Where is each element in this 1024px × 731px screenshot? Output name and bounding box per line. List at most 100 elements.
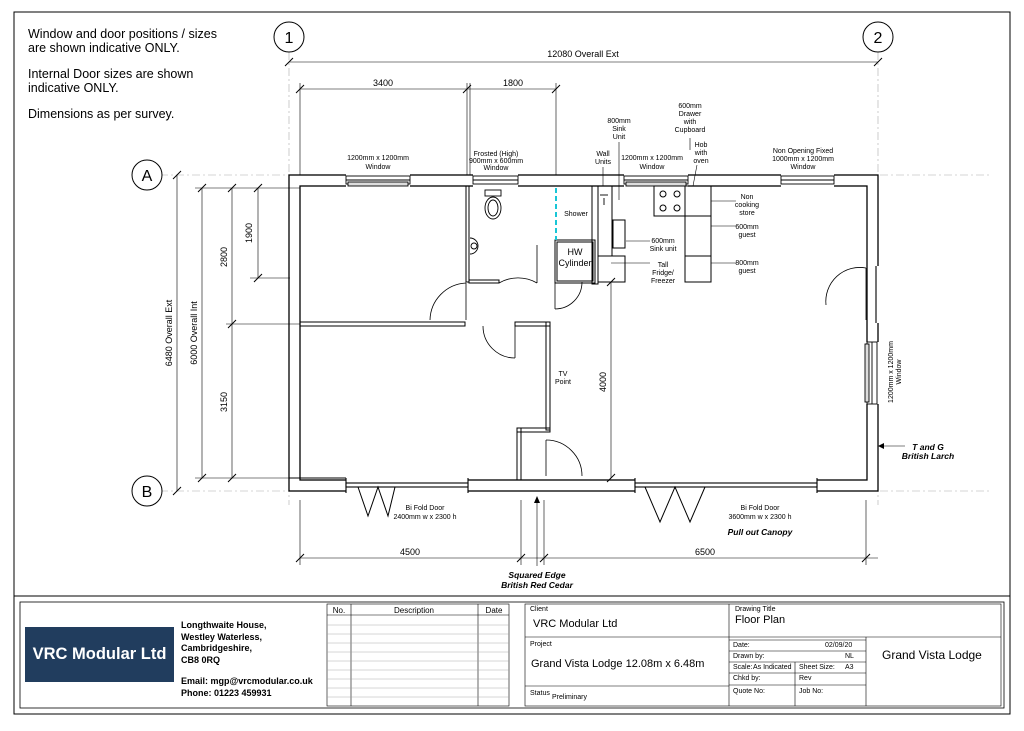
- dim-3400: 3400: [373, 78, 393, 88]
- project-label: Project: [530, 641, 552, 648]
- company-phone: Phone: 01223 459931: [181, 687, 272, 698]
- rev-col-no: No.: [333, 606, 345, 615]
- date-label: Date:: [733, 642, 750, 649]
- grid-bubble-1: [273, 21, 305, 53]
- checked-by-label: Chkd by:: [733, 675, 761, 682]
- project-value: Grand Vista Lodge 12.08m x 6.48m: [531, 658, 705, 670]
- dim-4000: 4000: [598, 372, 608, 392]
- label-window-side: 1200mm x 1200mm: [888, 341, 895, 403]
- client-label: Client: [530, 606, 548, 613]
- note-line-3: Internal Door sizes are shown: [28, 67, 194, 81]
- grid-lines: [160, 52, 990, 505]
- label-guest800-2: guest: [738, 268, 755, 275]
- label-sink600-2: Sink unit: [650, 246, 677, 253]
- dim-overall-ext: 12080 Overall Ext: [547, 49, 619, 59]
- note-line-1: Window and door positions / sizes: [28, 27, 217, 41]
- label-t-and-g: T and G: [912, 442, 944, 452]
- rev-label: Rev: [799, 675, 812, 682]
- label-sink-unit: 800mm: [607, 118, 631, 125]
- revisions-table: [326, 603, 510, 707]
- leader-lines: [602, 138, 905, 447]
- label-hob-2: with: [694, 150, 708, 157]
- label-noncook: Non: [741, 194, 754, 201]
- label-drawer-4: Cupboard: [675, 127, 706, 134]
- addr-line-4: CB8 0RQ: [181, 654, 221, 665]
- scale-value: As Indicated: [753, 664, 792, 671]
- dim-4500: 4500: [400, 547, 420, 557]
- drawn-by-label: Drawn by:: [733, 653, 765, 660]
- drawing-title-label: Drawing Title: [735, 606, 776, 613]
- label-bifold2-size: 3600mm w x 2300 h: [728, 514, 791, 521]
- label-drawer-3: with: [683, 119, 697, 126]
- addr-line-2: Westley Waterless,: [181, 631, 263, 642]
- label-bifold1-size: 2400mm w x 2300 h: [393, 514, 456, 521]
- label-window-2-type: Window: [640, 164, 666, 171]
- label-tv: TV: [559, 371, 568, 378]
- label-hob: Hob: [695, 142, 708, 149]
- company-logo: VRC Modular Ltd: [25, 627, 174, 682]
- label-guest600: 600mm: [735, 224, 759, 231]
- drawing-title-value: Floor Plan: [735, 614, 786, 626]
- label-squared-edge: Squared Edge: [508, 570, 565, 580]
- label-wall-units-2: Units: [595, 159, 611, 166]
- note-window-door: Window and door positions / sizes are sh…: [28, 27, 217, 55]
- company-email: Email: mgp@vrcmodular.co.uk: [181, 676, 313, 686]
- title-block-frame: [19, 601, 1005, 709]
- grid-bubble-2: [862, 21, 894, 53]
- rev-col-desc: Description: [394, 606, 434, 615]
- annotations: 1200mm x 1200mm Window Frosted (High) 90…: [347, 103, 834, 521]
- client-value: VRC Modular Ltd: [533, 618, 618, 630]
- label-window-1: 1200mm x 1200mm: [347, 155, 409, 162]
- note-line-4: indicative ONLY.: [28, 81, 119, 95]
- label-fridge: Tall: [658, 262, 669, 269]
- grid-label-1: 1: [285, 30, 294, 47]
- label-frosted: Frosted (High): [474, 151, 519, 158]
- label-canopy: Pull out Canopy: [728, 527, 794, 537]
- label-nonopen-type: Window: [791, 164, 817, 171]
- dim-1900: 1900: [244, 223, 254, 243]
- label-window-side-type: Window: [896, 359, 903, 385]
- label-window-2: 1200mm x 1200mm: [621, 155, 683, 162]
- label-noncook-3: store: [739, 210, 755, 217]
- label-fridge-3: Freezer: [651, 278, 676, 285]
- grid-bubble-a: [131, 159, 163, 191]
- quote-no-label: Quote No:: [733, 688, 765, 695]
- label-fridge-2: Fridge/: [652, 270, 674, 277]
- company-address: Longthwaite House, Westley Waterless, Ca…: [181, 620, 313, 699]
- label-bifold1: Bi Fold Door: [406, 505, 446, 512]
- label-wall-units: Wall: [596, 151, 610, 158]
- dim-6480: 6480 Overall Ext: [164, 299, 174, 366]
- sanitaryware: [469, 189, 608, 255]
- label-sink-unit-2: Sink: [612, 126, 626, 133]
- scale-label: Scale:: [733, 664, 753, 671]
- project-name: Grand Vista Lodge: [882, 648, 982, 662]
- addr-line-3: Cambridgeshire,: [181, 643, 253, 653]
- dim-3150: 3150: [219, 392, 229, 412]
- dim-2800: 2800: [219, 247, 229, 267]
- grid-bubble-b: [131, 475, 163, 507]
- label-bifold2: Bi Fold Door: [741, 505, 781, 512]
- label-noncook-2: cooking: [735, 202, 759, 209]
- label-drawer: 600mm: [678, 103, 702, 110]
- dim-6000: 6000 Overall Int: [189, 301, 199, 365]
- note-line-5: Dimensions as per survey.: [28, 107, 175, 121]
- sheet-size-value: A3: [845, 664, 854, 671]
- label-nonopen: Non Opening Fixed: [773, 148, 833, 155]
- external-walls: [288, 174, 879, 492]
- dimension-lines: [176, 61, 878, 566]
- label-red-cedar: British Red Cedar: [501, 580, 573, 590]
- note-line-2: are shown indicative ONLY.: [28, 41, 180, 55]
- sheet-size-label: Sheet Size:: [799, 664, 835, 671]
- label-sink600: 600mm: [651, 238, 675, 245]
- status-label: Status: [530, 690, 550, 697]
- revisions-rows: [327, 624, 509, 698]
- grid-label-a: A: [142, 168, 153, 185]
- label-frosted-size: 900mm x 600mm: [469, 158, 523, 165]
- grid-label-2: 2: [874, 30, 883, 47]
- door-swings: [429, 245, 867, 477]
- label-hw: HW: [568, 247, 583, 257]
- title-block-grid: [524, 603, 1002, 707]
- label-hob-3: oven: [693, 158, 708, 165]
